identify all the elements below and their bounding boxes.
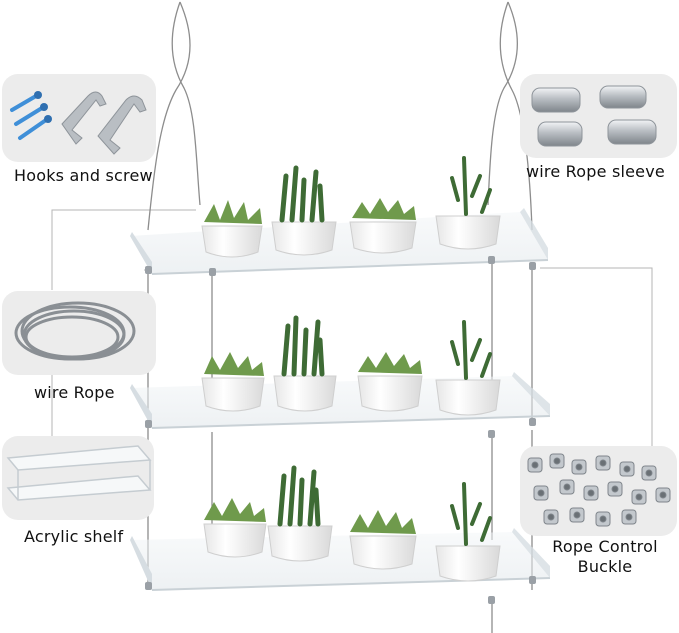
acrylic-shelf-label: Acrylic shelf: [24, 527, 124, 546]
rope-control-buckle-label-line2: Buckle: [577, 557, 633, 576]
hook-icon: [61, 91, 147, 155]
leader-lines: [51, 209, 653, 446]
wire-rope-sleeve-thumbnail: [520, 74, 677, 158]
hooks-and-screw-thumbnail: [2, 74, 156, 162]
screw-icon: [10, 94, 48, 140]
potted-succulent: [349, 198, 417, 254]
plants-middle-row: [201, 315, 501, 416]
rope-buckles: [145, 256, 536, 604]
potted-succulent: [201, 352, 265, 412]
rope-control-buckle-thumbnail: [520, 446, 677, 536]
plants-bottom-row: [203, 465, 501, 582]
wire-rope-thumbnail: [2, 291, 156, 375]
potted-rosemary: [271, 165, 337, 256]
potted-succulent: [357, 352, 423, 412]
wire-rope-sleeve-label: wire Rope sleeve: [526, 162, 665, 181]
shelf-icon: [6, 445, 152, 501]
potted-succulent: [203, 498, 267, 558]
wire-rope-label: wire Rope: [34, 383, 115, 402]
potted-rosemary: [273, 315, 337, 412]
potted-aloe: [435, 320, 501, 416]
acrylic-shelf-thumbnail: [2, 436, 154, 520]
potted-succulent: [201, 200, 263, 258]
potted-aloe: [435, 482, 501, 582]
buckle-icon: [527, 453, 671, 527]
wire-coil-icon: [14, 301, 136, 361]
potted-aloe: [435, 156, 501, 250]
sleeve-icon: [531, 85, 657, 147]
rope-control-buckle-label-line1: Rope Control: [552, 537, 658, 556]
hooks-and-screw-label: Hooks and screw: [14, 166, 153, 185]
potted-rosemary: [267, 465, 333, 562]
plants-top-row: [201, 156, 501, 258]
potted-succulent: [349, 510, 417, 570]
